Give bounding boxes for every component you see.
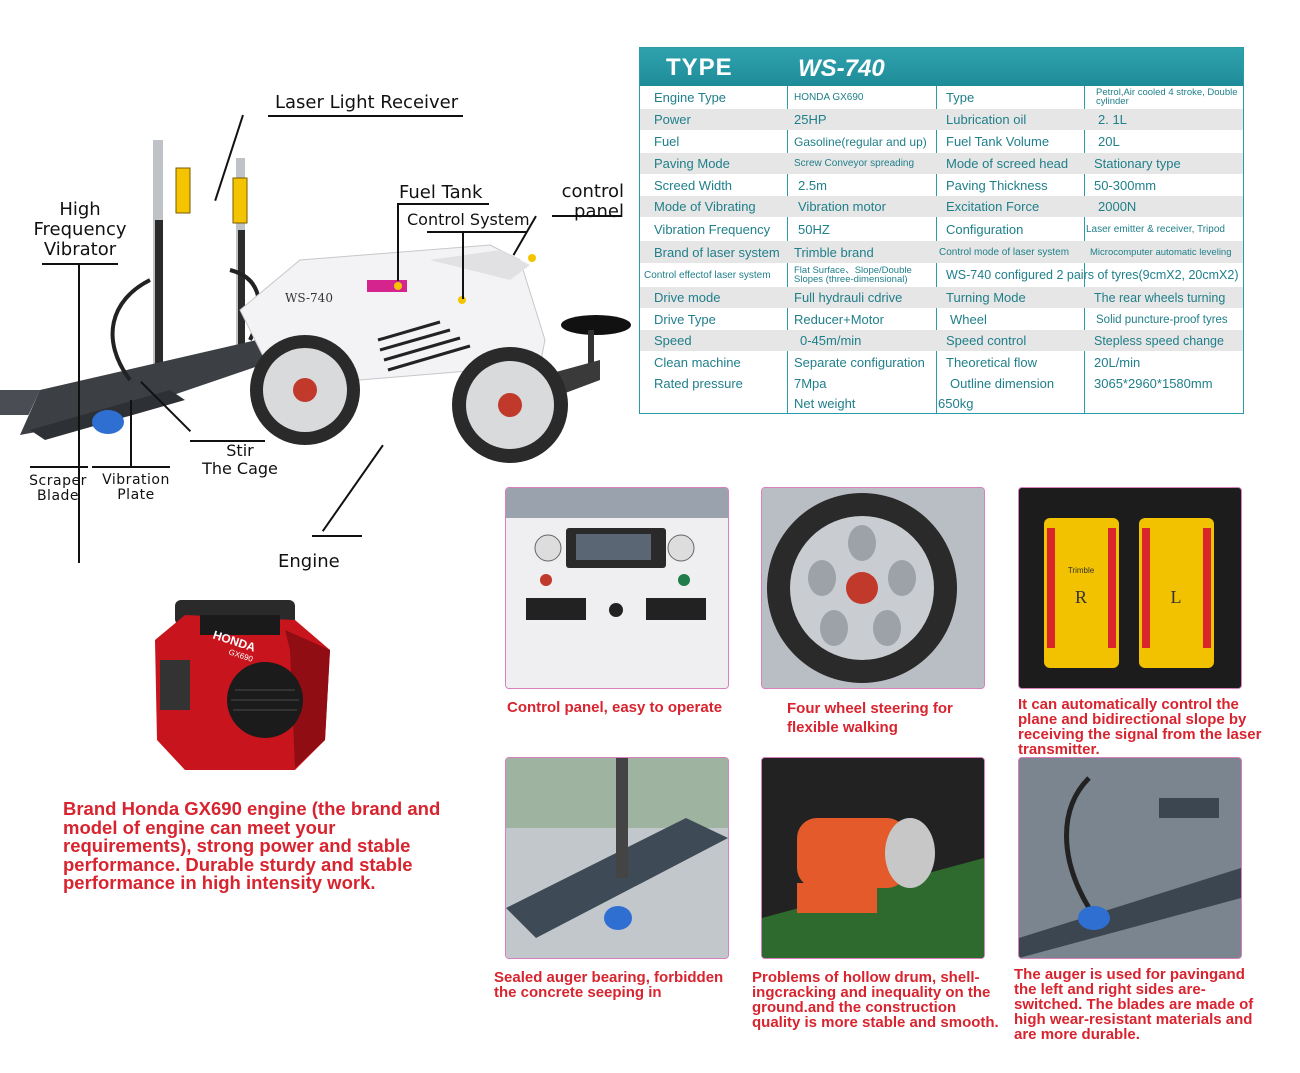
- spec-row: Vibration Frequency 50HZ Configuration L…: [654, 221, 1225, 237]
- spec-row: Drive Type Reducer+Motor Wheel Solid pun…: [654, 312, 1228, 327]
- spec-table: TYPE WS-740 Engine Type HONDA GX690 Type…: [639, 47, 1244, 414]
- photo-laser-receivers: Trimble R L: [1018, 487, 1242, 689]
- spec-row: Paving Mode Screw Conveyor spreading Mod…: [640, 153, 1243, 174]
- callout-vibration-plate: Vibration Plate: [102, 472, 170, 504]
- callout-fuel-tank: Fuel Tank: [399, 182, 483, 203]
- callout-engine: Engine: [278, 551, 340, 572]
- engine-description: Brand Honda GX690 engine (the brand and …: [63, 798, 441, 893]
- caption-auger-bearing: Sealed auger bearing, forbidden the conc…: [494, 969, 724, 1001]
- photo-wheel: [761, 487, 985, 689]
- control-panel-point: [528, 254, 536, 262]
- callout-laser-receiver: Laser Light Receiver: [275, 92, 459, 113]
- callout-scraper-blade: Scraper Blade: [29, 473, 87, 505]
- photo-vibrator: [761, 757, 985, 959]
- caption-auger: The auger is used for pavingand the left…: [1014, 966, 1254, 1043]
- spec-row: Power 25HP Lubrication oil 2. 1L: [640, 109, 1243, 130]
- fuel-tank-point: [394, 282, 402, 290]
- spec-row: Engine Type HONDA GX690 Type Petrol,Air …: [654, 86, 1238, 107]
- photo-auger: [1018, 757, 1242, 959]
- spec-row: Screed Width 2.5m Paving Thickness 50-30…: [654, 178, 1157, 193]
- laser-receiver-left: [175, 167, 191, 214]
- caption-laser: It can automatically control the plane a…: [1018, 696, 1262, 758]
- spec-row: Drive mode Full hydrauli cdrive Turning …: [640, 287, 1243, 308]
- caption-vibrator: Problems of hollow drum, shell- ingcrack…: [752, 969, 999, 1031]
- spec-row: Rated pressure 7Mpa Outline dimension 30…: [654, 375, 1213, 391]
- callout-stir-cage: Stir The Cage: [202, 441, 278, 478]
- front-wheel: [250, 335, 360, 445]
- caption-control-panel: Control panel, easy to operate: [507, 699, 723, 716]
- laser-right-label: R: [1075, 587, 1087, 607]
- engine-photo: HONDA GX690: [145, 590, 345, 780]
- callout-vibrator: High Frequency Vibrator: [33, 199, 127, 260]
- spec-row: Brand of laser system Trimble brand Cont…: [640, 241, 1243, 263]
- spec-row: Control effectof laser system Flat Surfa…: [644, 264, 1239, 285]
- spec-table-header: TYPE WS-740: [640, 48, 1243, 86]
- callout-control-system: Control System: [407, 210, 530, 229]
- spec-row: Clean machine Separate configuration The…: [654, 355, 1141, 370]
- spec-row: Net weight 650kg: [794, 395, 974, 411]
- model-badge: WS-740: [285, 291, 333, 305]
- spec-row: Mode of Vibrating Vibration motor Excita…: [640, 196, 1243, 217]
- caption-wheel: Four wheel steering for flexible walking: [787, 700, 953, 736]
- machine-diagram: WS-740 Laser Light Receiver High Frequen…: [0, 90, 640, 580]
- laser-receiver-right: [232, 177, 248, 224]
- spec-type-label: TYPE: [666, 54, 733, 81]
- laser-left-label: L: [1171, 587, 1182, 607]
- spec-row: Fuel Gasoline(regular and up) Fuel Tank …: [654, 134, 1120, 149]
- spec-type-value: WS-740: [798, 55, 885, 82]
- rear-wheel: [452, 347, 568, 463]
- control-system-point: [458, 296, 466, 304]
- photo-auger-bearing: [505, 757, 729, 959]
- screed-machine-illustration: WS-740: [0, 140, 631, 463]
- spec-row: Speed 0-45m/min Speed control Stepless s…: [640, 330, 1243, 351]
- laser-brand: Trimble: [1068, 566, 1095, 575]
- photo-control-panel: [505, 487, 729, 689]
